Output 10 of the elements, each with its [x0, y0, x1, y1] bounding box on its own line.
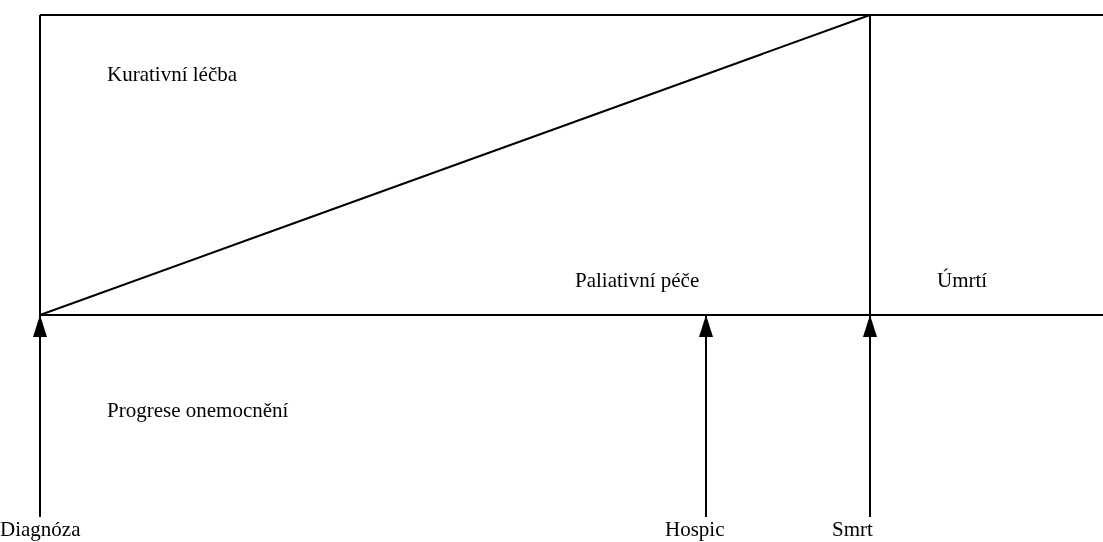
arrow	[33, 314, 47, 518]
arrow	[699, 314, 713, 518]
region-label: Kurativní léčba	[107, 62, 238, 87]
milestone-label: Hospic	[665, 517, 725, 542]
milestone-label: Diagnóza	[0, 517, 81, 542]
region-label: Paliativní péče	[575, 268, 700, 293]
axis-label: Progrese onemocnění	[107, 398, 289, 423]
region-label: Úmrtí	[937, 268, 988, 293]
milestone-label: Smrt	[832, 517, 873, 542]
arrow	[863, 314, 877, 518]
